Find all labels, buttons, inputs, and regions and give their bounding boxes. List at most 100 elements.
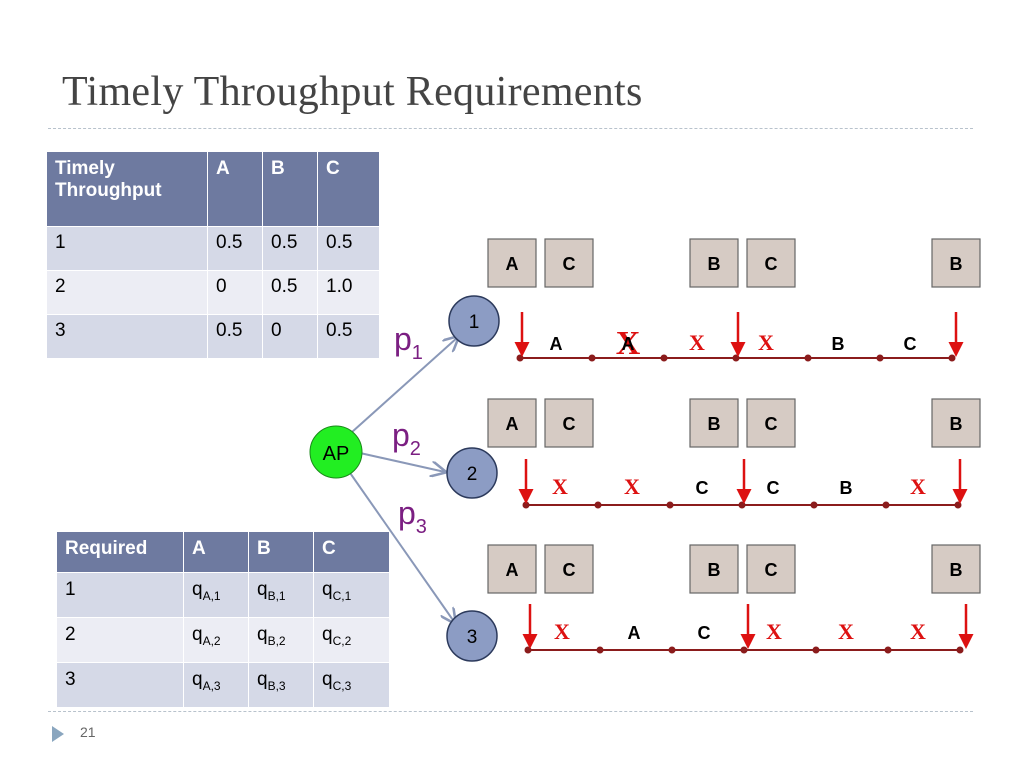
q-subscript: B,2 xyxy=(267,633,286,648)
slot-fail-mark: X xyxy=(766,619,782,644)
slot-success-label: C xyxy=(698,623,711,643)
frame-box xyxy=(931,544,981,594)
cell: 2 xyxy=(56,617,184,663)
timeline-tick xyxy=(884,646,892,654)
frame-box-label: B xyxy=(950,560,963,580)
table-row: 2 qA,2 qB,2 qC,2 xyxy=(56,617,390,663)
slot-fail-mark: X xyxy=(689,330,705,355)
table-row: 3 0.5 0 0.5 xyxy=(46,314,380,359)
q-symbol: q xyxy=(257,624,268,645)
slot-success-label: B xyxy=(840,478,853,498)
prob-p2: p2 xyxy=(392,417,421,460)
timeline-tick xyxy=(738,501,746,509)
table-header-row: Required A B C xyxy=(56,531,390,573)
frame-box xyxy=(487,238,537,288)
header-required: Required xyxy=(56,531,184,573)
frame-box xyxy=(544,544,594,594)
q-subscript: A,1 xyxy=(202,588,221,603)
slot-success-label: C xyxy=(767,478,780,498)
prob-base: p xyxy=(398,495,416,531)
timeline-tick xyxy=(596,646,604,654)
timeline-tick xyxy=(954,501,962,509)
cell: 0.5 xyxy=(207,314,263,359)
frame-box xyxy=(544,238,594,288)
frame-box-label: B xyxy=(708,254,721,274)
client-label-2: 2 xyxy=(467,464,478,485)
slot-success-label: A xyxy=(550,334,563,354)
cell: 1.0 xyxy=(317,270,380,315)
slot-fail-mark: X xyxy=(910,474,926,499)
slide-number: 21 xyxy=(80,724,96,740)
timeline-tick xyxy=(524,646,532,654)
header-b: B xyxy=(262,151,318,227)
client-label-1: 1 xyxy=(469,312,480,333)
frame-box xyxy=(931,238,981,288)
cell: 2 xyxy=(46,270,208,315)
q-subscript: A,2 xyxy=(202,633,221,648)
timeline-tick xyxy=(804,354,812,362)
frame-box-label: B xyxy=(708,560,721,580)
q-subscript: B,1 xyxy=(267,588,286,603)
ap-node xyxy=(309,425,363,479)
footer-divider xyxy=(48,711,973,712)
frame-box xyxy=(931,398,981,448)
slot-fail-mark: X xyxy=(838,619,854,644)
timeline-tick xyxy=(810,501,818,509)
q-symbol: q xyxy=(192,579,203,600)
slot-success-label: A xyxy=(628,623,641,643)
q-subscript: C,1 xyxy=(332,588,352,603)
header-b: B xyxy=(248,531,314,573)
cell: qB,1 xyxy=(248,572,314,618)
timeline-tick xyxy=(588,354,596,362)
slot-success-label: A xyxy=(622,334,635,354)
table-row: 2 0 0.5 1.0 xyxy=(46,270,380,315)
slide-title: Timely Throughput Requirements xyxy=(62,69,643,115)
client-node-1 xyxy=(448,295,500,347)
frame-box-label: B xyxy=(950,254,963,274)
ap-label: AP xyxy=(323,443,350,465)
slot-fail-mark: X xyxy=(552,474,568,499)
q-subscript: B,3 xyxy=(267,678,286,693)
frame-box-label: C xyxy=(765,560,778,580)
q-subscript: C,3 xyxy=(332,678,352,693)
frame-box-label: B xyxy=(708,414,721,434)
cell: 0.5 xyxy=(317,226,380,271)
prob-sub: 3 xyxy=(416,516,427,538)
cell: 0.5 xyxy=(317,314,380,359)
timeline-tick xyxy=(948,354,956,362)
timeline-tick xyxy=(516,354,524,362)
cell: 0.5 xyxy=(207,226,263,271)
footer-triangle-icon xyxy=(52,726,64,742)
frame-box-label: B xyxy=(950,414,963,434)
slot-fail-mark: X xyxy=(910,619,926,644)
frame-box xyxy=(746,544,796,594)
table-row: 3 qA,3 qB,3 qC,3 xyxy=(56,662,390,708)
header-c: C xyxy=(313,531,390,573)
frame-box-label: C xyxy=(765,414,778,434)
frame-box-label: A xyxy=(506,254,519,274)
frame-box-label: C xyxy=(563,414,576,434)
slot-success-label: B xyxy=(832,334,845,354)
slot-fail-mark: X xyxy=(624,474,640,499)
client-label-3: 3 xyxy=(467,627,478,648)
q-symbol: q xyxy=(257,669,268,690)
header-timely-throughput: Timely Throughput xyxy=(46,151,208,227)
slot-success-label: C xyxy=(696,478,709,498)
q-symbol: q xyxy=(192,624,203,645)
prob-p1: p1 xyxy=(394,321,423,364)
frame-box xyxy=(689,398,739,448)
frame-box-label: A xyxy=(506,414,519,434)
q-subscript: C,2 xyxy=(332,633,352,648)
timeline-tick xyxy=(956,646,964,654)
required-table: Required A B C 1 qA,1 qB,1 qC,1 2 qA,2 q… xyxy=(56,531,390,708)
timeline-tick xyxy=(594,501,602,509)
timeline-tick xyxy=(882,501,890,509)
q-symbol: q xyxy=(322,669,333,690)
cell: qC,3 xyxy=(313,662,390,708)
frame-box xyxy=(746,238,796,288)
slot-fail-mark: X xyxy=(616,325,641,362)
frame-box-label: C xyxy=(765,254,778,274)
q-symbol: q xyxy=(322,624,333,645)
